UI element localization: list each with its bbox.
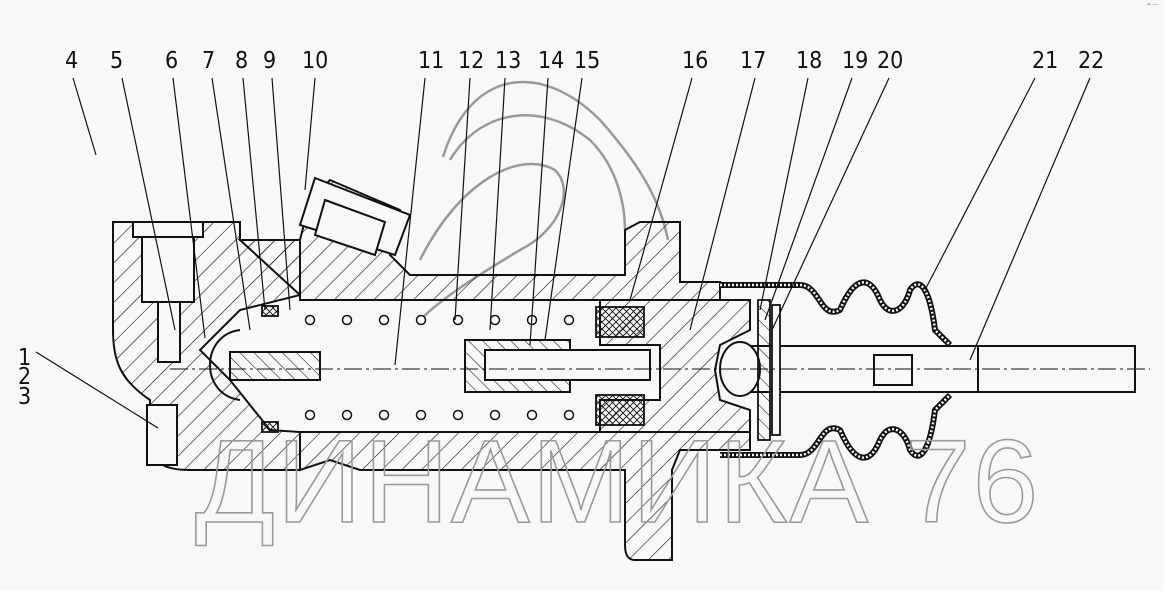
spring-coil — [563, 409, 575, 421]
spring-coil — [563, 314, 575, 326]
leader-lines — [35, 77, 1091, 429]
spring-coil — [341, 314, 353, 326]
callout-label-14: 14 — [538, 48, 564, 74]
leader-line-6 — [172, 77, 206, 339]
spring-coil — [304, 314, 316, 326]
callout-label-18: 18 — [796, 48, 822, 74]
spring-coil — [489, 314, 501, 326]
callout-label-16: 16 — [682, 48, 708, 74]
callout-label-2: 2 — [18, 364, 31, 390]
callout-label-11: 11 — [418, 48, 444, 74]
spring-coil — [304, 409, 316, 421]
callout-label-12: 12 — [458, 48, 484, 74]
leader-line-22 — [969, 77, 1091, 361]
plug-left — [132, 221, 204, 466]
callout-label-3: 3 — [18, 384, 31, 410]
callout-label-7: 7 — [202, 48, 215, 74]
spring-coil — [452, 409, 464, 421]
leader-line-17 — [689, 77, 756, 331]
callout-label-9: 9 — [263, 48, 276, 74]
spring-coil — [378, 314, 390, 326]
leader-line-8 — [242, 77, 266, 311]
leader-line-19 — [764, 77, 853, 321]
callout-label-1: 1 — [18, 345, 31, 371]
callout-label-10: 10 — [302, 48, 328, 74]
leader-line-20 — [771, 77, 890, 331]
inlet-fitting — [298, 176, 412, 257]
callout-label-6: 6 — [165, 48, 178, 74]
callout-label-19: 19 — [842, 48, 868, 74]
spring-coil — [526, 409, 538, 421]
leader-line-7 — [211, 77, 251, 331]
watermark-text: ДИНАМИКА 76 — [195, 416, 1040, 548]
spring-coil — [489, 409, 501, 421]
callout-label-5: 5 — [110, 48, 123, 74]
leader-line-15 — [544, 77, 583, 341]
leader-line-16 — [629, 77, 693, 301]
leader-line-12 — [454, 77, 471, 321]
spring-coil — [378, 409, 390, 421]
callout-label-21: 21 — [1032, 48, 1058, 74]
callout-label-17: 17 — [740, 48, 766, 74]
rubber-boot-inner — [720, 281, 951, 459]
return-spring — [304, 314, 575, 421]
leader-line-11 — [394, 77, 426, 366]
leader-line-14 — [529, 77, 549, 346]
seals — [261, 305, 645, 433]
leader-line-21 — [924, 77, 1036, 291]
corner-mark: ·ᵒ ··· — [1145, 2, 1158, 9]
leader-line-13 — [489, 77, 506, 331]
callout-label-15: 15 — [574, 48, 600, 74]
spring-coil — [452, 314, 464, 326]
callout-label-8: 8 — [235, 48, 248, 74]
leader-line-18 — [759, 77, 809, 311]
callout-label-4: 4 — [65, 48, 78, 74]
spring-coil — [415, 314, 427, 326]
retainer — [757, 299, 781, 441]
leader-line-9 — [271, 77, 291, 311]
leader-line-5 — [121, 77, 176, 331]
leader-line-1 — [35, 351, 159, 429]
inner-rod — [209, 329, 651, 401]
spring-coil — [415, 409, 427, 421]
leader-line-4 — [72, 77, 97, 156]
spring-coil — [341, 409, 353, 421]
callout-label-22: 22 — [1078, 48, 1104, 74]
callout-label-20: 20 — [877, 48, 903, 74]
leader-line-10 — [304, 77, 316, 191]
callout-label-13: 13 — [495, 48, 521, 74]
